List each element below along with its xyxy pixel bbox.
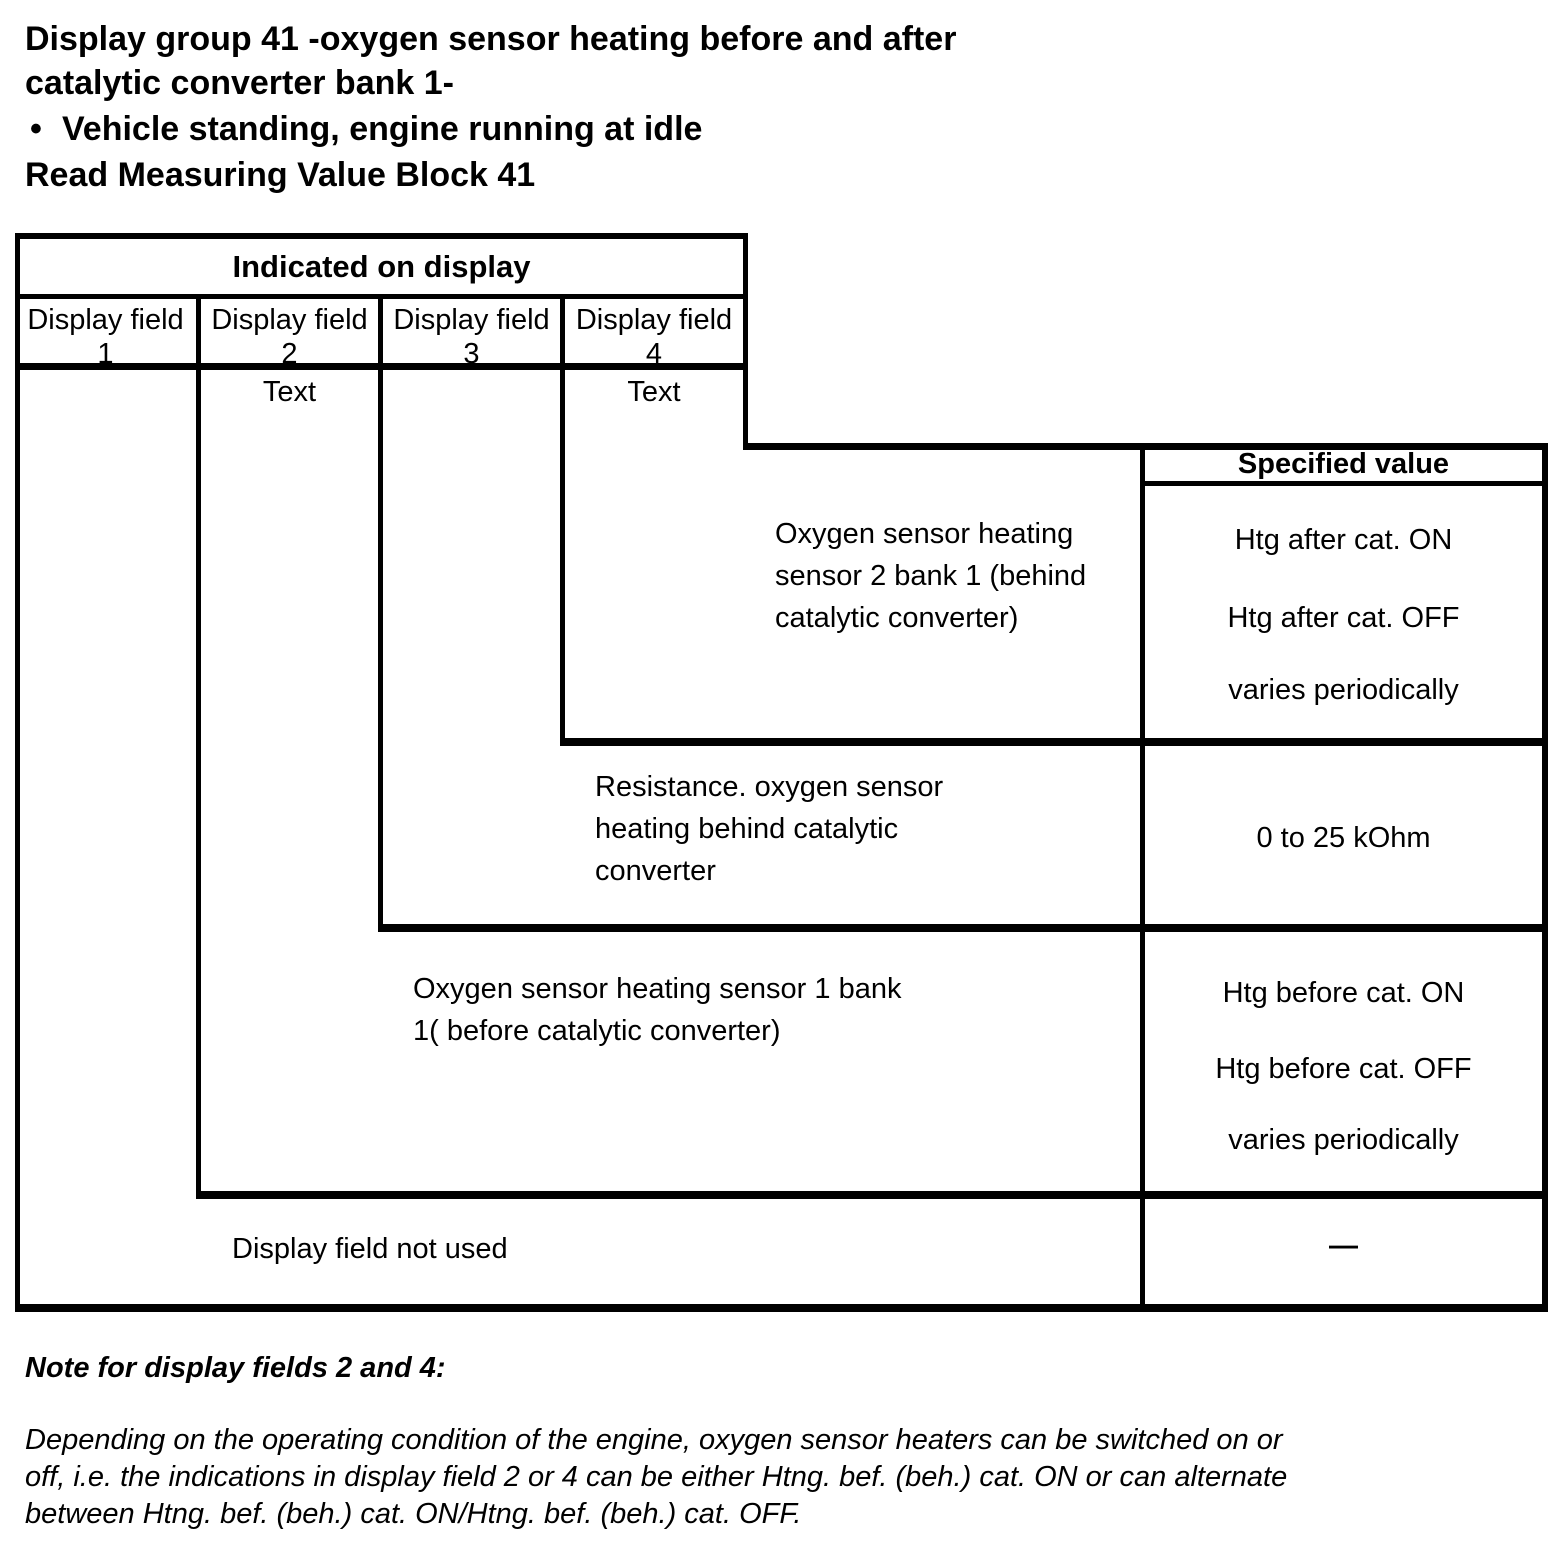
bullet-item-text: Vehicle standing, engine running at idle xyxy=(62,110,703,148)
row1-description-line: sensor 2 bank 1 (behind xyxy=(775,560,1087,592)
bullet-icon: • xyxy=(30,110,42,148)
row1-value: varies periodically xyxy=(1228,674,1459,706)
divider-field1-field2 xyxy=(196,294,201,1199)
column-header-field3: Display field 3 xyxy=(383,303,560,371)
specified-value-underline xyxy=(1140,481,1548,486)
table-right-border xyxy=(1542,443,1548,1312)
column-header-label: Display field xyxy=(393,304,550,336)
row3-description-line: 1( before catalytic converter) xyxy=(413,1015,781,1047)
page-title-line2: catalytic converter bank 1- xyxy=(25,64,454,102)
field2-text-label: Text xyxy=(262,376,317,408)
column-header-number: 4 xyxy=(645,338,663,370)
column-header-number: 1 xyxy=(97,338,114,370)
row1-value: Htg after cat. ON xyxy=(1234,524,1453,556)
table-top-border xyxy=(15,233,748,239)
row1-bottom-border xyxy=(560,738,1548,746)
column-header-number: 3 xyxy=(463,338,480,370)
page-title-line1: Display group 41 -oxygen sensor heating … xyxy=(25,20,957,58)
column-header-field1: Display field 1 xyxy=(15,303,196,371)
divider-description-value xyxy=(1140,443,1145,1312)
row4-description-line: Display field not used xyxy=(232,1233,508,1265)
divider-field2-field3 xyxy=(378,294,383,932)
table-bottom-border xyxy=(15,1304,1548,1312)
row2-description-line: Resistance. oxygen sensor xyxy=(595,771,944,803)
divider-field3-field4 xyxy=(560,294,565,746)
row2-value: 0 to 25 kOhm xyxy=(1256,822,1431,854)
row3-bottom-border xyxy=(196,1191,1548,1199)
note-body-line: Depending on the operating condition of … xyxy=(25,1424,1283,1456)
row1-description-line: Oxygen sensor heating xyxy=(775,518,1074,550)
table-header-indicated-on-display: Indicated on display xyxy=(232,249,531,284)
row3-value: varies periodically xyxy=(1228,1124,1459,1156)
row2-description-line: heating behind catalytic xyxy=(595,813,899,845)
row4-value-dash: — xyxy=(1329,1230,1358,1262)
note-body-line: between Htng. bef. (beh.) cat. ON/Htng. … xyxy=(25,1498,802,1530)
page-subtitle: Read Measuring Value Block 41 xyxy=(25,156,536,194)
column-header-field4: Display field 4 xyxy=(565,303,743,371)
note-heading: Note for display fields 2 and 4: xyxy=(25,1352,446,1384)
column-header-number: 2 xyxy=(281,338,298,370)
row2-bottom-border xyxy=(378,924,1548,932)
table-left-border xyxy=(15,233,20,1312)
column-header-label: Display field xyxy=(575,304,733,336)
row2-description-line: converter xyxy=(595,855,716,887)
row3-description-line: Oxygen sensor heating sensor 1 bank xyxy=(413,973,902,1005)
row1-description-line: catalytic converter) xyxy=(775,602,1019,634)
row1-value: Htg after cat. OFF xyxy=(1227,602,1460,634)
specified-value-top-border xyxy=(743,443,1548,450)
column-header-field2: Display field 2 xyxy=(201,303,378,371)
column-header-label: Display field xyxy=(27,304,184,336)
specified-value-header: Specified value xyxy=(1237,448,1450,480)
field4-right-border xyxy=(743,233,748,448)
note-body-line: off, i.e. the indications in display fie… xyxy=(25,1461,1288,1493)
row3-value: Htg before cat. ON xyxy=(1222,977,1465,1009)
column-header-label: Display field xyxy=(211,304,368,336)
field4-text-label: Text xyxy=(627,376,681,408)
row3-value: Htg before cat. OFF xyxy=(1215,1053,1472,1085)
